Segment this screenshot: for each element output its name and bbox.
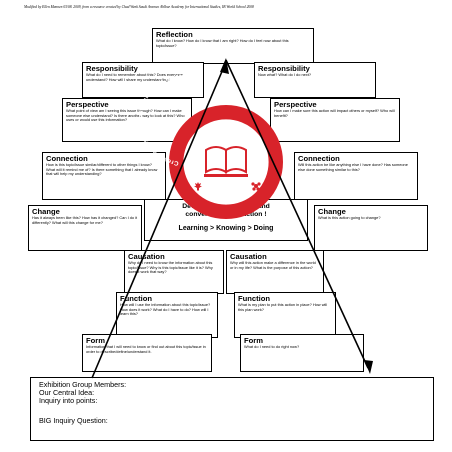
- responsibility-left-text: What do I need to remember about this? D…: [86, 72, 183, 82]
- perspective-left-title: Perspective: [66, 100, 109, 109]
- form-left-box: Form Information that I will need to kno…: [82, 334, 212, 372]
- school-logo: Creative International School of Hong Ko…: [137, 73, 283, 219]
- change-left-text: Has it always been like this? How has it…: [32, 215, 138, 225]
- responsibility-right-box: Responsibility Now what? What do I do ne…: [254, 62, 376, 98]
- change-right-text: What is this action going to change?: [318, 215, 381, 220]
- form-right-text: What do I need to do right now?: [244, 344, 300, 349]
- change-left-box: Change Has it always been like this? How…: [28, 205, 142, 251]
- responsibility-left-box: Responsibility What do I need to remembe…: [82, 62, 204, 98]
- perspective-left-box: Perspective What point of view am I seei…: [62, 98, 192, 142]
- perspective-right-text: How can I make sure this action will imp…: [274, 108, 395, 118]
- connection-left-text: How is this topic/issue similar/differen…: [46, 162, 158, 177]
- perspective-left-text: What point of view am I seeing this issu…: [66, 108, 185, 123]
- connection-right-text: Will this action be like anything else I…: [298, 162, 408, 172]
- central-concept-line3: Learning > Knowing > Doing: [178, 225, 274, 232]
- connection-left-title: Connection: [46, 154, 88, 163]
- flower-emblem-icon: [251, 182, 261, 191]
- exhibition-info-box: Exhibition Group Members: Our Central Id…: [30, 377, 434, 441]
- causation-right-text: Why will this action make a difference i…: [230, 260, 316, 270]
- change-right-box: Change What is this action going to chan…: [314, 205, 428, 251]
- reflection-text: What do I know? How do I know that I am …: [156, 38, 289, 48]
- causation-left-box: Causation Why do I need to know the info…: [124, 250, 224, 294]
- responsibility-left-title: Responsibility: [86, 64, 138, 73]
- perspective-right-title: Perspective: [274, 100, 317, 109]
- form-right-title: Form: [244, 336, 263, 345]
- form-left-title: Form: [86, 336, 105, 345]
- form-left-text: Information that I will need to know or …: [86, 344, 206, 354]
- down-arrow-icon: [225, 59, 373, 374]
- central-idea-label: Our Central Idea:: [39, 388, 95, 397]
- connection-right-title: Connection: [298, 154, 340, 163]
- big-question-label: BIG Inquiry Question:: [39, 416, 108, 425]
- causation-right-box: Causation Why will this action make a di…: [226, 250, 324, 294]
- responsibility-right-text: Now what? What do I do next?: [258, 72, 311, 77]
- change-right-title: Change: [318, 207, 346, 216]
- inquiry-points-label: Inquiry into points:: [39, 396, 98, 405]
- maple-leaf-icon: [194, 182, 202, 191]
- causation-right-title: Causation: [230, 252, 267, 261]
- logo-band: [169, 105, 283, 219]
- function-right-text: What is my plan to put this action in pl…: [238, 302, 328, 312]
- connection-left-box: Connection How is this topic/issue simil…: [42, 152, 166, 200]
- connection-right-box: Connection Will this action be like anyt…: [294, 152, 418, 200]
- function-left-box: Function How will I use the information …: [116, 292, 218, 338]
- credit-note: Modified by Ellen Mannen 03/08. 2009, fr…: [24, 5, 254, 9]
- perspective-right-box: Perspective How can I make sure this act…: [270, 98, 400, 142]
- responsibility-right-title: Responsibility: [258, 64, 310, 73]
- reflection-title: Reflection: [156, 30, 193, 39]
- form-right-box: Form What do I need to do right now?: [240, 334, 364, 372]
- function-left-text: How will I use the information about thi…: [120, 302, 211, 317]
- causation-left-title: Causation: [128, 252, 165, 261]
- function-right-title: Function: [238, 294, 271, 303]
- book-icon: [204, 146, 248, 177]
- causation-left-text: Why do I need to know the information ab…: [128, 260, 213, 275]
- reflection-box: Reflection What do I know? How do I know…: [152, 28, 314, 64]
- up-arrow-icon: [91, 58, 229, 379]
- function-left-title: Function: [120, 294, 153, 303]
- change-left-title: Change: [32, 207, 60, 216]
- group-members-label: Exhibition Group Members:: [39, 380, 127, 389]
- function-right-box: Function What is my plan to put this act…: [234, 292, 336, 338]
